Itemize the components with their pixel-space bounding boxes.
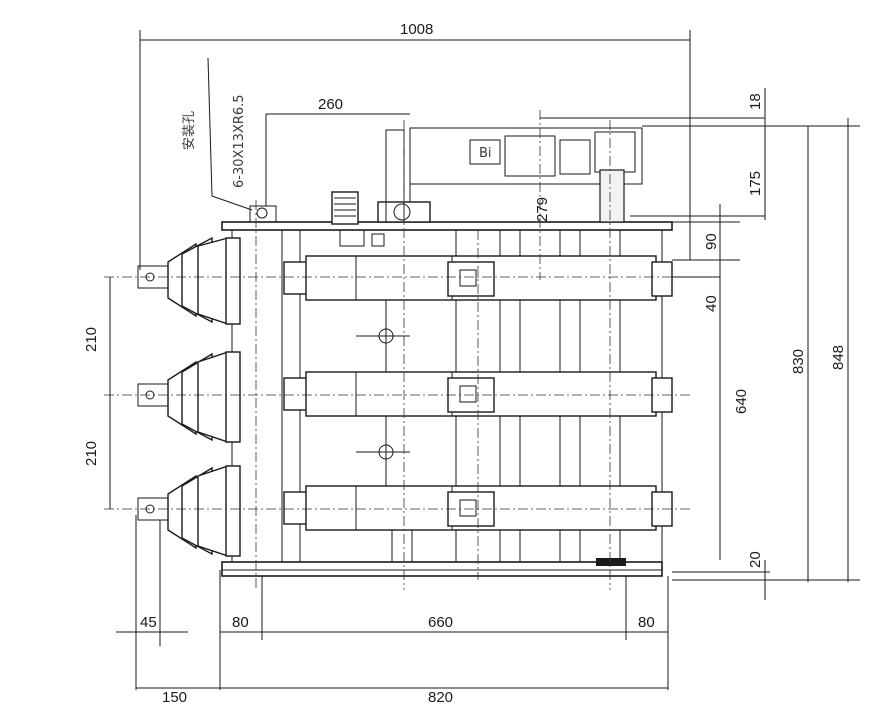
- insulator-phase-1: [137, 236, 241, 325]
- dim-18: 18: [747, 93, 764, 110]
- pole-bar-1: [283, 255, 673, 301]
- center-lines: [104, 110, 690, 590]
- dim-820: 820: [428, 689, 453, 706]
- dim-210-lower: 210: [83, 441, 100, 466]
- mounting-hole-label: 安装孔: [182, 111, 197, 150]
- dim-640: 640: [733, 389, 750, 414]
- operating-rods: [356, 300, 626, 566]
- dim-40: 40: [703, 295, 720, 312]
- dim-150: 150: [162, 689, 187, 706]
- dim-80-right: 80: [638, 614, 655, 631]
- dimension-lines: [109, 30, 860, 690]
- dim-80-left: 80: [232, 614, 249, 631]
- dim-210-upper: 210: [83, 327, 100, 352]
- dim-279: 279: [534, 197, 551, 222]
- insulator-phase-3: [137, 465, 241, 557]
- insulator-phase-2: [137, 351, 241, 443]
- dim-1008: 1008: [400, 21, 433, 38]
- dim-175: 175: [747, 171, 764, 196]
- svg-text:Bi: Bi: [479, 146, 492, 161]
- dim-260: 260: [318, 96, 343, 113]
- dim-848: 848: [830, 345, 847, 370]
- dim-90: 90: [703, 233, 720, 250]
- dim-830: 830: [790, 349, 807, 374]
- dim-20: 20: [747, 551, 764, 568]
- dim-45: 45: [140, 614, 157, 631]
- dim-660: 660: [428, 614, 453, 631]
- mounting-hole-spec: 6-30X13XR6.5: [232, 94, 247, 188]
